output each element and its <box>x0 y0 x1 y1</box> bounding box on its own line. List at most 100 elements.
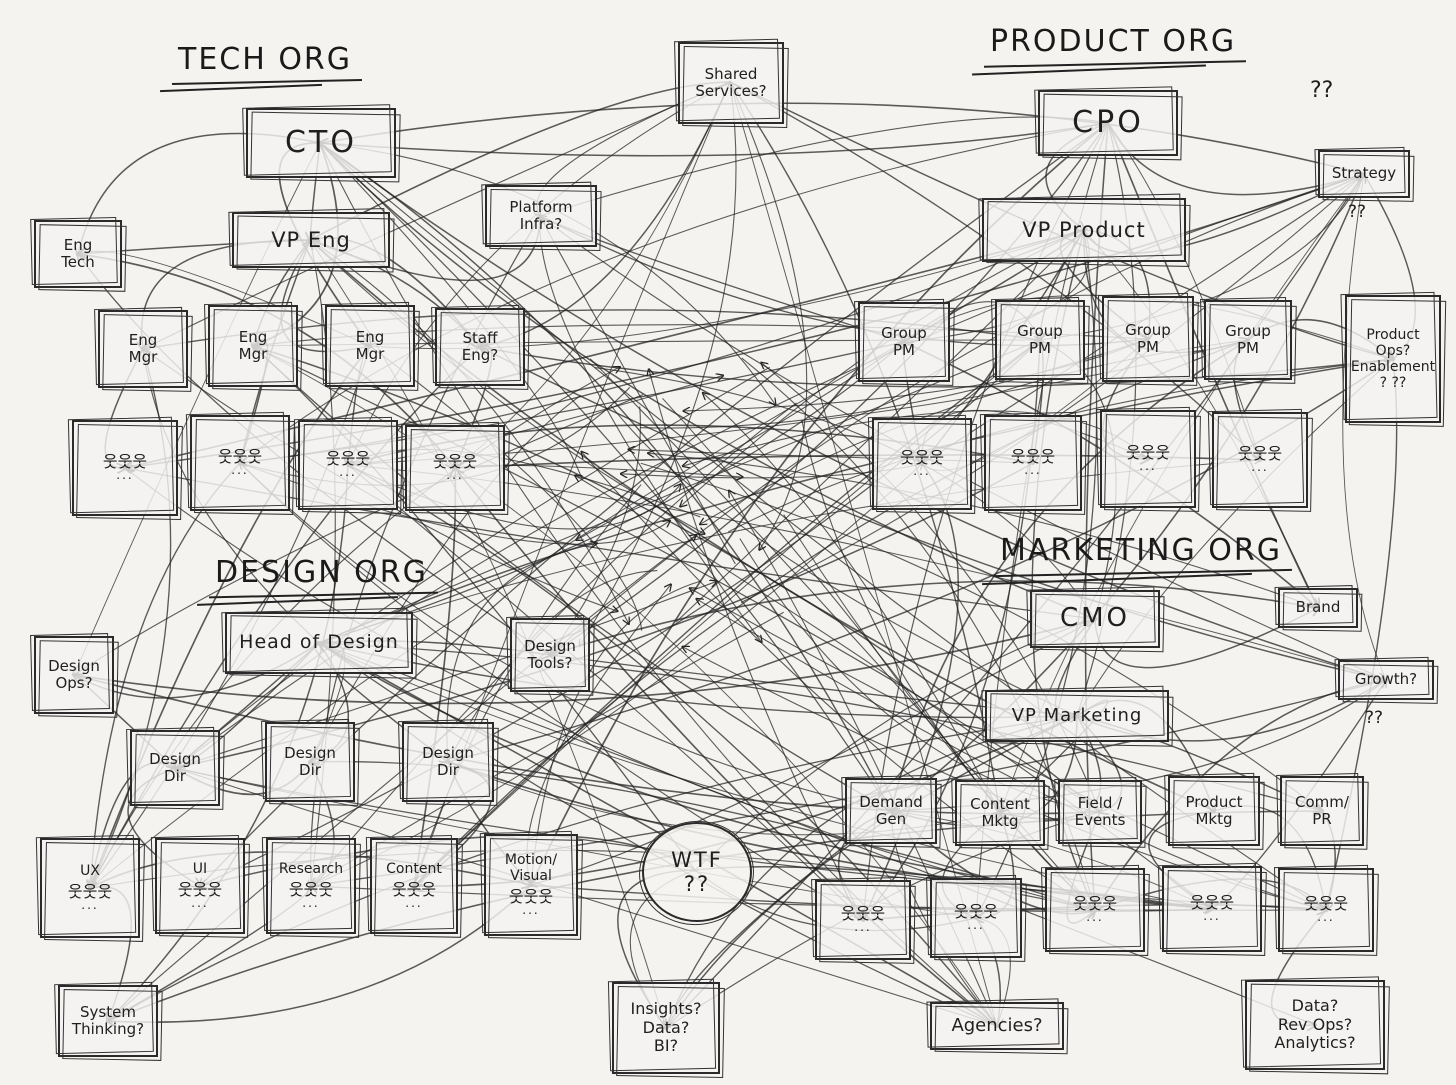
team-role-label: UI <box>192 860 208 877</box>
agencies-box: Agencies? <box>930 1002 1064 1050</box>
design-ops-box: Design Ops? <box>34 636 114 714</box>
connector-line <box>890 339 1249 812</box>
connector-line <box>580 81 737 646</box>
team-dots: ... <box>1086 910 1104 925</box>
connector-line <box>318 642 1078 719</box>
team-dots: ... <box>522 903 540 918</box>
connector-line <box>414 339 1249 886</box>
connector-line <box>318 342 904 644</box>
team-role-label: Motion/ Visual <box>504 851 558 884</box>
connector-line <box>549 173 1365 656</box>
product-team-box-2: 웃웃웃... <box>984 415 1082 511</box>
connector-line <box>252 345 1101 813</box>
design-org-title: DESIGN ORG <box>197 555 438 606</box>
connector-line <box>73 619 1095 705</box>
shared-services-box: Shared Services? <box>678 42 784 124</box>
brand-box: Brand <box>1278 588 1358 628</box>
comm-pr-box: Comm/ PR <box>1280 776 1364 846</box>
team-dots: ... <box>231 463 249 478</box>
eng-team-box-4: 웃웃웃... <box>405 425 505 511</box>
connector-line <box>890 174 1364 812</box>
connector-line <box>318 358 1394 644</box>
design-dir-box-3: Design Dir <box>402 722 494 802</box>
vp-eng-box: VP Eng <box>232 212 390 268</box>
connector-line <box>369 345 643 631</box>
eng-team-box-1: 웃웃웃... <box>72 420 178 516</box>
team-people-icon: 웃웃웃 <box>67 881 113 901</box>
connector-line <box>703 393 1001 814</box>
team-dots: ... <box>967 918 985 933</box>
tech-org-title: TECH ORG <box>160 42 363 93</box>
marketing-team-box-1: 웃웃웃... <box>815 880 911 960</box>
connector-line <box>413 340 1040 887</box>
connector-line <box>253 346 696 871</box>
connector-line <box>348 81 731 465</box>
connector-line <box>675 229 1085 623</box>
design-dir-box-2: Design Dir <box>265 722 355 802</box>
strategy-question-note: ?? <box>1348 202 1367 222</box>
cmo-box: CMO <box>1030 590 1160 648</box>
group-pm-box-1: Group PM <box>858 302 950 382</box>
data-rev-ops-analytics-box: Data? Rev Ops? Analytics? <box>1245 980 1385 1070</box>
team-dots: ... <box>854 920 872 935</box>
eng-mgr-box-2: Eng Mgr <box>208 305 298 387</box>
team-dots: ... <box>446 468 464 483</box>
staff-eng-box: Staff Eng? <box>435 308 525 386</box>
vp-product-box: VP Product <box>982 198 1186 262</box>
eng-team-box-3: 웃웃웃... <box>298 420 398 510</box>
growth-box: Growth? <box>1338 660 1434 700</box>
team-people-icon: 웃웃웃 <box>953 901 999 921</box>
product-mktg-box: Product Mktg <box>1168 776 1260 846</box>
connector-line <box>697 599 1327 911</box>
connector-line <box>446 543 597 763</box>
cpo-box: CPO <box>1038 90 1178 156</box>
connector-line <box>649 370 864 921</box>
platform-infra-box: Platform Infra? <box>485 185 597 247</box>
demand-gen-box: Demand Gen <box>845 778 937 844</box>
team-dots: ... <box>116 468 134 483</box>
top-right-question-note: ?? <box>1310 78 1334 103</box>
insights-data-bi-box: Insights? Data? BI? <box>612 982 720 1074</box>
connector-line <box>319 142 1386 680</box>
marketing-org-title: MARKETING ORG <box>982 533 1292 586</box>
team-dots: ... <box>1024 463 1042 478</box>
head-of-design-box: Head of Design <box>225 612 413 674</box>
marketing-team-box-3: 웃웃웃... <box>1045 868 1145 952</box>
eng-mgr-box-1: Eng Mgr <box>98 310 188 388</box>
eng-mgr-box-3: Eng Mgr <box>325 305 415 387</box>
team-dots: ... <box>913 464 931 479</box>
connector-line <box>649 453 1319 609</box>
connector-line <box>921 173 1365 465</box>
team-dots: ... <box>339 465 357 480</box>
vp-marketing-box: VP Marketing <box>985 690 1169 742</box>
team-role-label: Content <box>386 860 442 877</box>
connector-line <box>347 464 864 921</box>
wtf-ellipse: WTF ?? <box>642 822 752 922</box>
connector-line <box>320 122 1109 157</box>
connector-line <box>318 642 1316 1026</box>
connector-line <box>729 81 998 1027</box>
connector-line <box>610 404 1078 717</box>
growth-question-note: ?? <box>1365 708 1384 728</box>
connector-line <box>124 467 1095 910</box>
marketing-team-box-5: 웃웃웃... <box>1278 868 1374 952</box>
connector-line <box>729 81 1000 813</box>
connector-line <box>319 102 1365 175</box>
connector-line <box>239 122 1109 464</box>
connector-line <box>454 467 998 1027</box>
connector-line <box>539 215 762 642</box>
product-team-box-1: 웃웃웃... <box>872 418 972 510</box>
team-role-label: UX <box>80 862 100 879</box>
connector-line <box>309 239 704 534</box>
team-dots: ... <box>1251 460 1269 475</box>
connector-line <box>729 81 808 549</box>
group-pm-box-4: Group PM <box>1204 300 1292 380</box>
marketing-team-box-4: 웃웃웃... <box>1162 866 1262 952</box>
design-tools-box: Design Tools? <box>510 618 590 692</box>
group-pm-box-3: Group PM <box>1102 296 1194 382</box>
eng-tech-box: Eng Tech <box>34 220 122 288</box>
